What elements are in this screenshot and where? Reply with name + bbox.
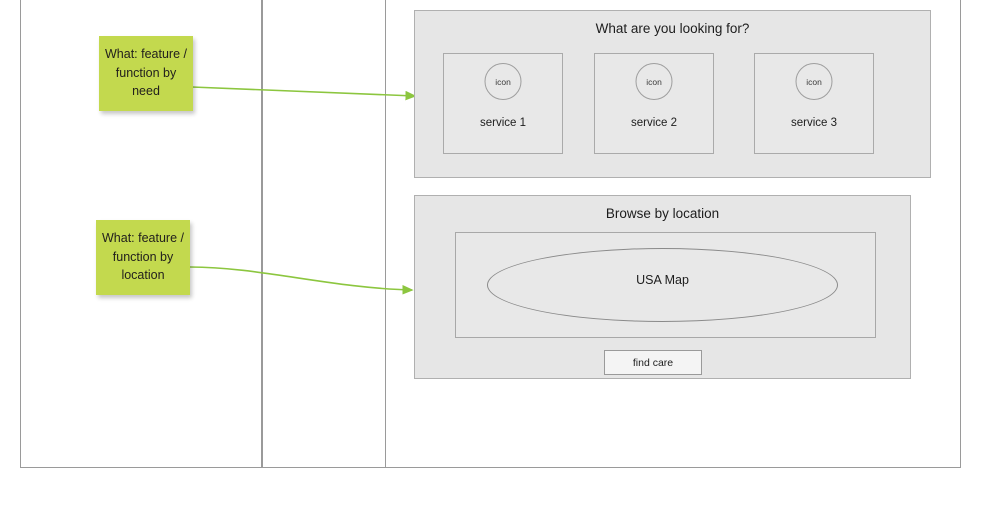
usa-map-label: USA Map — [636, 273, 689, 287]
panel-location-title: Browse by location — [605, 206, 720, 221]
service-card-3-label: service 3 — [790, 117, 838, 129]
sticky-note-need[interactable]: What: feature / function by need — [99, 36, 193, 111]
find-care-button[interactable]: find care — [604, 350, 702, 375]
service-card-3[interactable]: icon service 3 — [754, 53, 874, 154]
icon-placeholder-icon: icon — [635, 63, 673, 100]
service-card-2-label: service 2 — [630, 117, 678, 129]
usa-map-shape[interactable] — [487, 248, 838, 322]
frame-middle-column[interactable] — [262, 0, 386, 468]
panel-need-title: What are you looking for? — [595, 21, 750, 36]
service-card-1-label: service 1 — [479, 117, 527, 129]
icon-placeholder-icon: icon — [795, 63, 833, 100]
sticky-note-location[interactable]: What: feature / function by location — [96, 220, 190, 295]
service-card-1[interactable]: icon service 1 — [443, 53, 563, 154]
icon-placeholder-icon: icon — [484, 63, 522, 100]
service-card-2[interactable]: icon service 2 — [594, 53, 714, 154]
